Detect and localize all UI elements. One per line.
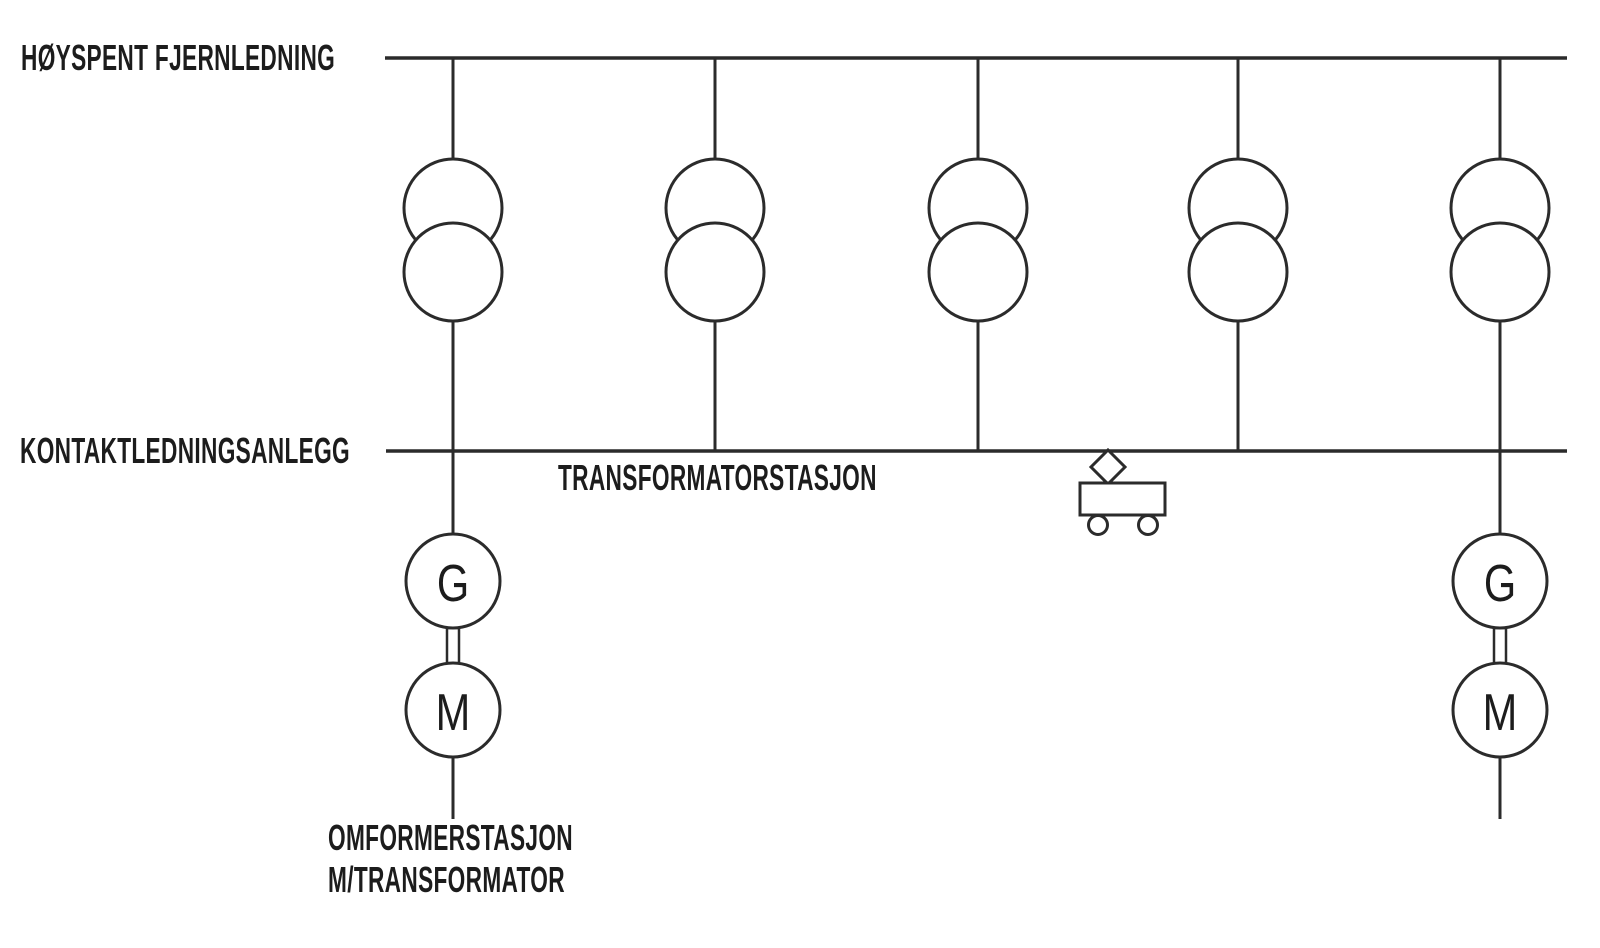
converter-station-label-line2: M/TRANSFORMATOR — [328, 859, 565, 900]
contact-line-label: KONTAKTLEDNINGSANLEGG — [20, 430, 351, 471]
converter-station-label-line1: OMFORMERSTASJON — [328, 817, 573, 858]
generator-letter: G — [437, 554, 469, 613]
transformer-secondary-winding — [1187, 221, 1289, 323]
train-wheel-icon — [1087, 514, 1109, 536]
transformer-secondary-winding — [927, 221, 1029, 323]
transformer-secondary-winding — [1449, 221, 1551, 323]
train-wheel-icon — [1137, 514, 1159, 536]
generator-circle — [1451, 532, 1549, 630]
transformer-secondary-winding — [402, 221, 504, 323]
generator-circle — [404, 532, 502, 630]
motor-letter: M — [1483, 683, 1518, 742]
transformer-secondary-winding — [664, 221, 766, 323]
train-body-icon — [1078, 481, 1167, 517]
train-pantograph-icon — [1088, 447, 1128, 487]
generator-letter: G — [1484, 554, 1516, 613]
converter-station-label: OMFORMERSTASJON M/TRANSFORMATOR — [328, 817, 573, 901]
high-voltage-line-label: HØYSPENT FJERNLEDNING — [21, 37, 336, 78]
transformer-station-label: TRANSFORMATORSTASJON — [558, 457, 877, 498]
motor-letter: M — [436, 683, 471, 742]
